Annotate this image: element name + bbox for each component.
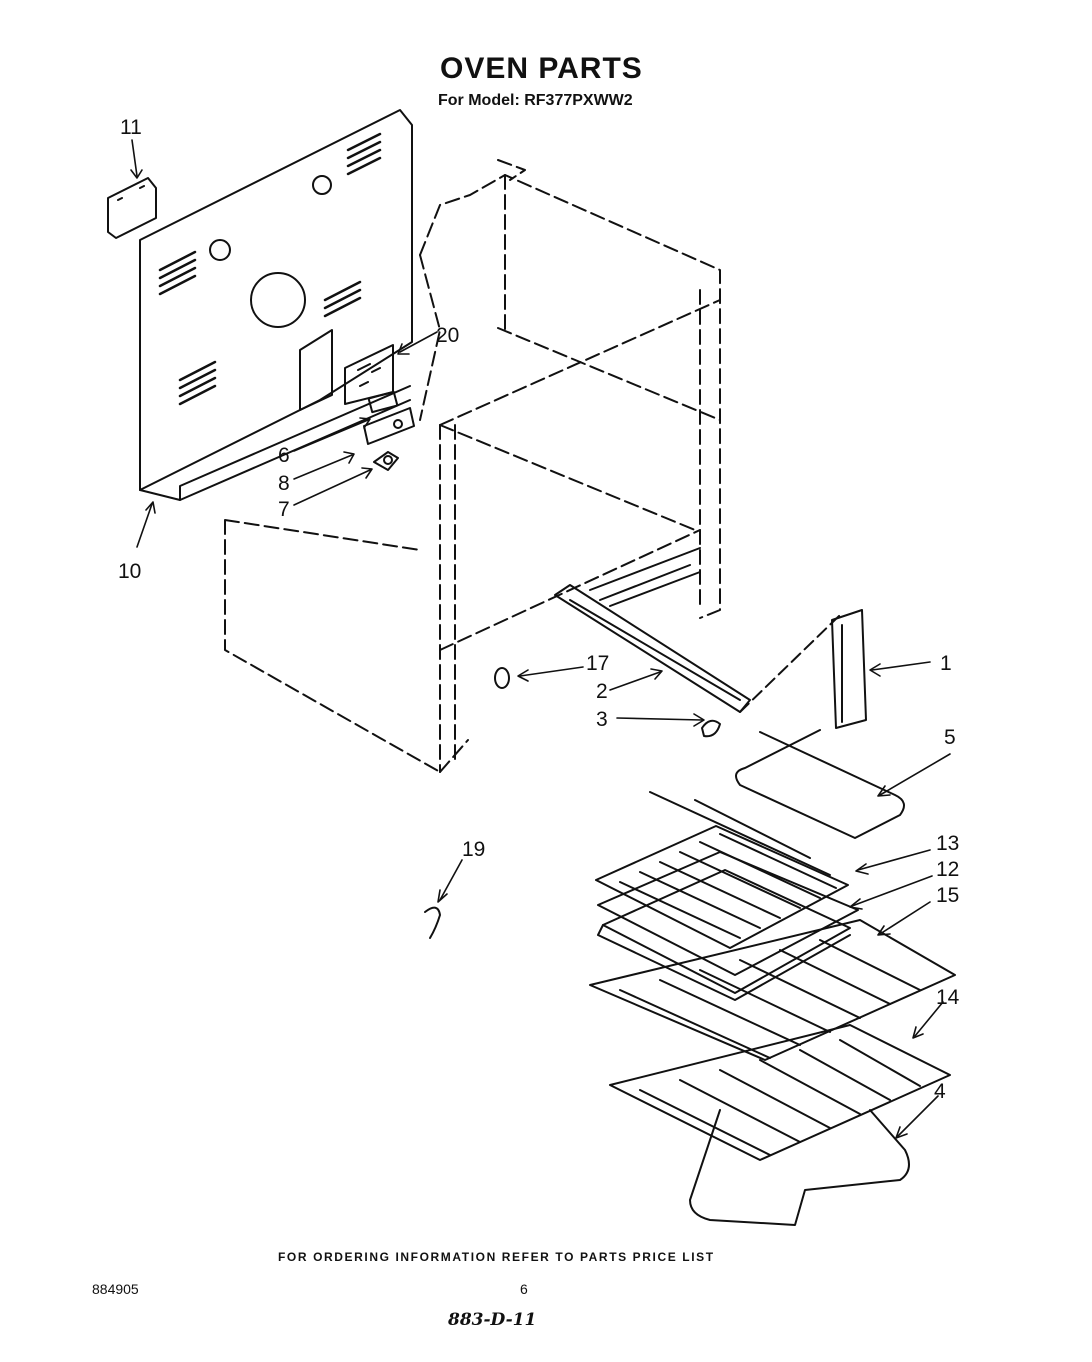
- part-3-clip: [701, 719, 721, 738]
- callout-3: 3: [596, 708, 608, 731]
- callout-13: 13: [936, 832, 959, 855]
- callout-7: 7: [278, 498, 290, 521]
- part-1-side-piece: [831, 609, 867, 729]
- callout-8: 8: [278, 472, 290, 495]
- page-number: 6: [520, 1281, 528, 1297]
- callout-20: 20: [436, 324, 459, 347]
- oven-cabinet-outline: [224, 159, 721, 773]
- callout-15: 15: [936, 884, 959, 907]
- ordering-note: FOR ORDERING INFORMATION REFER TO PARTS …: [278, 1250, 715, 1264]
- handwritten-code: 883-D-11: [448, 1310, 537, 1330]
- callout-labels: 11 20 6 8 7 10 17 2 3 1 5 13 12 15 14 4 …: [118, 116, 960, 1103]
- callout-14: 14: [936, 986, 960, 1009]
- page-title: OVEN PARTS: [440, 52, 643, 85]
- document-number: 884905: [92, 1281, 139, 1297]
- callout-11: 11: [120, 116, 142, 139]
- part-14-oven-rack: [609, 1024, 951, 1161]
- callout-5: 5: [944, 726, 956, 749]
- part-11-plate: [107, 177, 157, 239]
- callout-1: 1: [940, 652, 952, 675]
- part-19-wire: [424, 906, 441, 939]
- callout-10: 10: [118, 560, 141, 583]
- part-4-bake-element: [689, 1109, 910, 1226]
- callout-arrows: [130, 139, 951, 1139]
- part-5-broil-element: [649, 729, 905, 876]
- part-13-broiler-grid: [595, 825, 849, 949]
- part-15-oven-rack: [589, 919, 956, 1061]
- callout-12: 12: [936, 858, 959, 881]
- callout-19: 19: [462, 838, 485, 861]
- callout-6: 6: [278, 444, 290, 467]
- callout-17: 17: [586, 652, 609, 675]
- part-2-channel: [554, 547, 841, 713]
- small-parts-group: [363, 390, 415, 471]
- callout-2: 2: [596, 680, 608, 703]
- model-subtitle: For Model: RF377PXWW2: [438, 92, 633, 109]
- part-17-clip: [494, 667, 510, 689]
- back-panel: [139, 109, 413, 501]
- callout-4: 4: [934, 1080, 946, 1103]
